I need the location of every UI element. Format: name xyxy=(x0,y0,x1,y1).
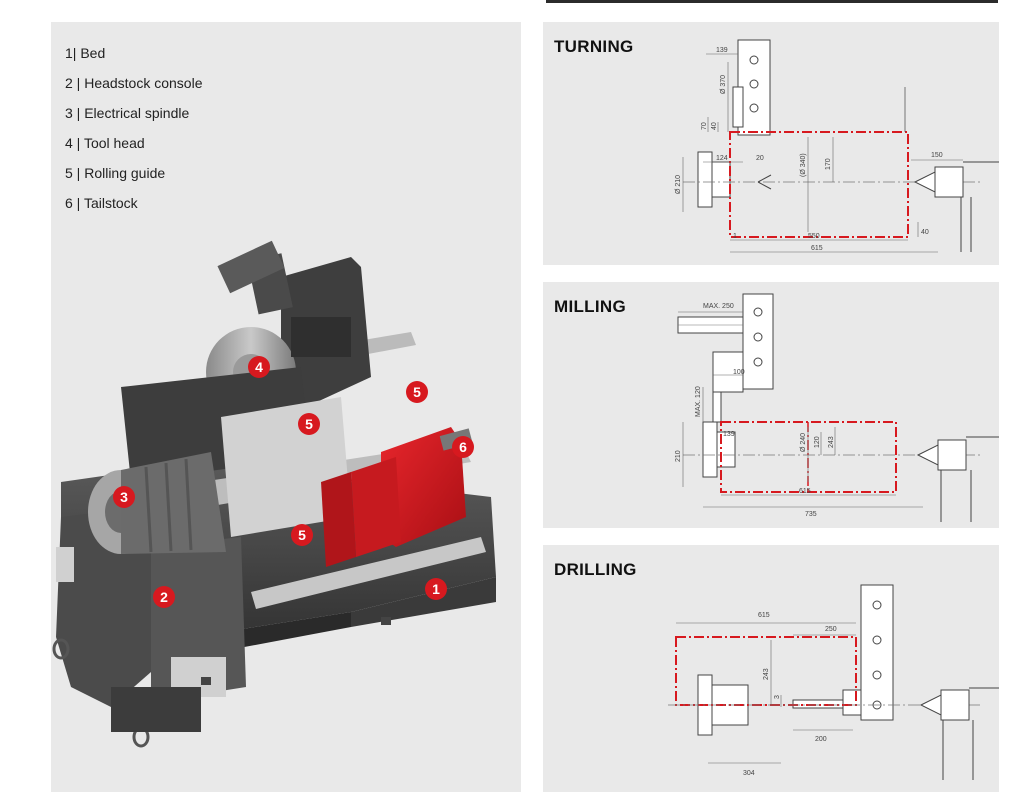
dim-label: 304 xyxy=(743,770,755,777)
svg-text:5: 5 xyxy=(305,416,313,432)
legend-num: 5 | xyxy=(65,165,81,181)
legend-label: Rolling guide xyxy=(84,165,166,181)
svg-text:2: 2 xyxy=(160,589,168,605)
dim-label: 70 xyxy=(701,122,708,130)
svg-text:6: 6 xyxy=(459,439,467,455)
marker-6: 6 xyxy=(452,436,474,458)
dim-label: Ø 240 xyxy=(800,433,807,452)
legend-label: Tool head xyxy=(83,135,145,151)
panel-title: DRILLING xyxy=(554,560,637,579)
panel-title: TURNING xyxy=(554,37,634,56)
machine-panel: 1| Bed 2 | Headstock console 3 | Electri… xyxy=(51,22,521,792)
legend-label: Electrical spindle xyxy=(84,105,190,121)
marker-3: 3 xyxy=(113,486,135,508)
dim-label: 735 xyxy=(805,511,817,518)
dim-label: 124 xyxy=(716,155,728,162)
dim-label: 550 xyxy=(808,233,820,240)
component-legend: 1| Bed 2 | Headstock console 3 | Electri… xyxy=(65,38,203,218)
dim-label: 210 xyxy=(675,450,682,462)
svg-text:5: 5 xyxy=(298,527,306,543)
legend-item: 1| Bed xyxy=(65,38,203,68)
drilling-panel: DRILLING 615 250 243 3 200 304 xyxy=(543,545,999,792)
panel-title: MILLING xyxy=(554,297,626,316)
headstock-console xyxy=(56,507,151,707)
dim-label: MAX. 120 xyxy=(695,386,702,417)
dim-label: 615 xyxy=(811,245,823,252)
dim-label: 100 xyxy=(733,369,745,376)
svg-text:5: 5 xyxy=(413,384,421,400)
legend-num: 6 | xyxy=(65,195,81,211)
marker-5: 5 xyxy=(406,381,428,403)
legend-label: Bed xyxy=(80,45,106,61)
dim-label: 139 xyxy=(716,47,728,54)
dim-label: Ø 370 xyxy=(720,75,727,94)
dim-label: 170 xyxy=(825,158,832,170)
electrical-spindle xyxy=(121,452,226,554)
lathe-machine-illustration: 4 5 5 6 3 5 2 1 xyxy=(52,240,496,748)
legend-num: 1| xyxy=(65,45,77,61)
legend-label: Headstock console xyxy=(84,75,203,91)
turning-diagram: 139 Ø 370 70 40 124 20 (Ø 340) 170 150 Ø… xyxy=(675,39,999,253)
dim-label: 120 xyxy=(814,436,821,448)
dim-label: 615 xyxy=(758,612,770,619)
marker-5: 5 xyxy=(291,524,313,546)
dim-label: 243 xyxy=(828,436,835,448)
dim-label: 40 xyxy=(921,229,929,236)
dim-label: 40 xyxy=(711,122,718,130)
dim-label: Ø 210 xyxy=(675,175,682,194)
legend-item: 4 | Tool head xyxy=(65,128,203,158)
legend-num: 3 | xyxy=(65,105,81,121)
legend-label: Tailstock xyxy=(83,195,138,211)
milling-diagram: MAX. 250 100 MAX. 120 139 Ø 240 120 243 … xyxy=(675,293,999,522)
dim-label: 1 xyxy=(733,233,737,240)
marker-5: 5 xyxy=(298,413,320,435)
marker-4: 4 xyxy=(248,356,270,378)
legend-item: 5 | Rolling guide xyxy=(65,158,203,188)
tailstock xyxy=(381,427,466,547)
dim-label: 615 xyxy=(799,488,811,495)
milling-panel: MILLING MAX. 250 100 MAX. 120 139 Ø 240 … xyxy=(543,282,999,528)
drilling-diagram: 615 250 243 3 200 304 xyxy=(668,584,999,780)
dim-label: 150 xyxy=(931,152,943,159)
svg-text:1: 1 xyxy=(432,581,440,597)
marker-1: 1 xyxy=(425,578,447,600)
dim-label: 20 xyxy=(756,155,764,162)
dim-label: 243 xyxy=(763,668,770,680)
dim-label: 200 xyxy=(815,736,827,743)
legend-item: 3 | Electrical spindle xyxy=(65,98,203,128)
dim-label: MAX. 250 xyxy=(703,303,734,310)
svg-text:4: 4 xyxy=(255,359,263,375)
turning-panel: TURNING 139 Ø 370 70 xyxy=(543,22,999,265)
legend-item: 2 | Headstock console xyxy=(65,68,203,98)
marker-2: 2 xyxy=(153,586,175,608)
svg-text:3: 3 xyxy=(120,489,128,505)
dim-label: 139 xyxy=(723,431,735,438)
legend-item: 6 | Tailstock xyxy=(65,188,203,218)
dim-label: 250 xyxy=(825,626,837,633)
dim-label: 3 xyxy=(774,695,781,699)
dim-label: (Ø 340) xyxy=(800,153,807,177)
top-rule xyxy=(546,0,998,3)
legend-num: 2 | xyxy=(65,75,81,91)
legend-num: 4 | xyxy=(65,135,81,151)
